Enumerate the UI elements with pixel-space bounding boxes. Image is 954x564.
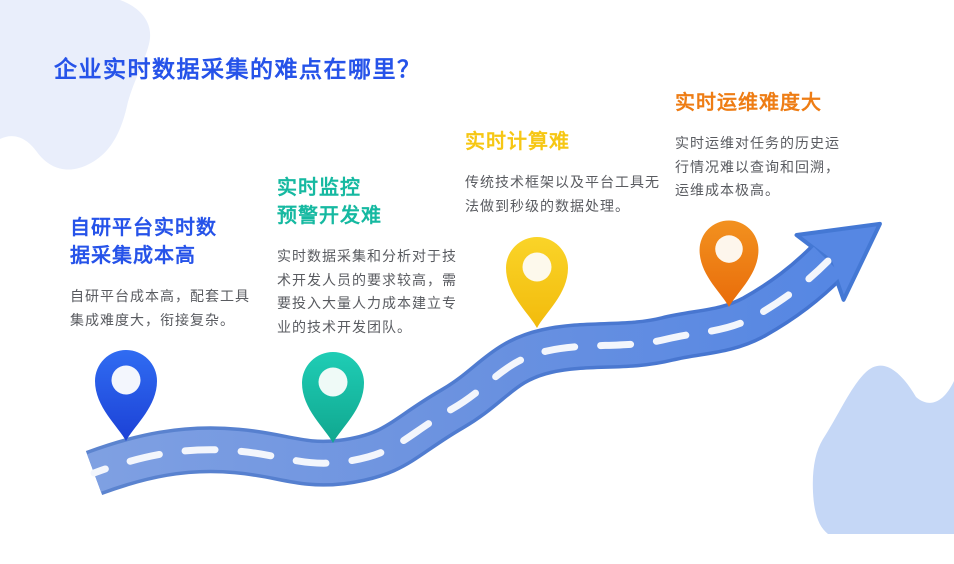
section-body: 实时数据采集和分析对于技 术开发人员的要求较高，需 要投入大量人力成本建立专 业…: [277, 248, 457, 335]
map-pin-blue-icon: [95, 350, 157, 441]
section-body: 传统技术框架以及平台工具无 法做到秒级的数据处理。: [465, 174, 660, 214]
section-self-built-platform-cost: 自研平台实时数 据采集成本高 自研平台成本高，配套工具 集成难度大，衔接复杂。: [70, 214, 250, 332]
page-title: 企业实时数据采集的难点在哪里？: [54, 56, 422, 82]
section-heading: 实时运维难度大: [675, 92, 822, 114]
section-body: 自研平台成本高，配套工具 集成难度大，衔接复杂。: [70, 288, 250, 328]
blob-top-left: [0, 0, 151, 170]
section-realtime-computing: 实时计算难 传统技术框架以及平台工具无 法做到秒级的数据处理。: [465, 128, 660, 218]
section-realtime-monitoring-alert-dev: 实时监控 预警开发难 实时数据采集和分析对于技 术开发人员的要求较高，需 要投入…: [277, 174, 457, 339]
section-heading: 实时监控 预警开发难: [277, 177, 382, 227]
section-realtime-ops: 实时运维难度大 实时运维对任务的历史运 行情况难以查询和回溯， 运维成本极高。: [675, 89, 840, 203]
map-pin-teal-icon: [302, 352, 364, 443]
section-heading: 自研平台实时数 据采集成本高: [70, 217, 217, 267]
map-pin-yellow-icon: [506, 237, 568, 328]
section-body: 实时运维对任务的历史运 行情况难以查询和回溯， 运维成本极高。: [675, 135, 840, 198]
road-center-dashes: [90, 257, 832, 477]
map-pin-orange-icon: [699, 220, 759, 307]
section-heading: 实时计算难: [465, 131, 570, 153]
blob-bottom-right: [812, 365, 954, 534]
